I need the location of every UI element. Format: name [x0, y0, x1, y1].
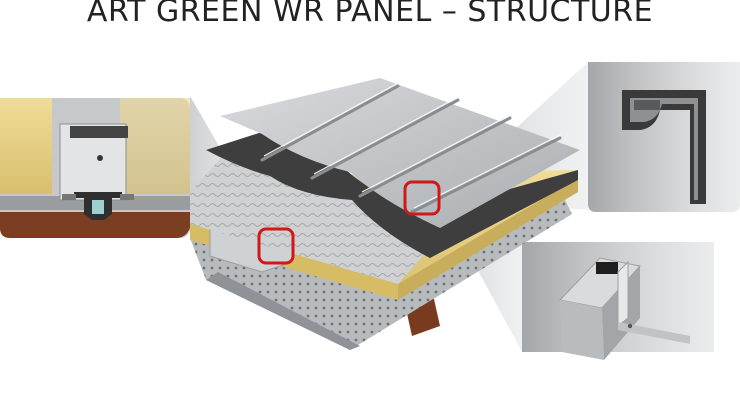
vapour-barrier-foil	[190, 148, 430, 284]
seam-clip-detail-callout	[0, 98, 190, 238]
bracket-highlight-marker	[257, 227, 295, 265]
waterproof-membrane	[206, 132, 578, 258]
seam-highlight-marker	[403, 180, 441, 216]
bracket-detail-callout	[522, 242, 714, 360]
standing-seams	[260, 84, 562, 214]
seam-clip-detail-icon	[62, 192, 134, 220]
bracket-detail-icon	[559, 257, 690, 360]
panel-edge-detail-callout	[588, 62, 740, 212]
page-title: ART GREEN WR PANEL – STRUCTURE	[86, 0, 654, 29]
panel-edge-detail-icon	[622, 90, 706, 204]
top-steel-sheet	[220, 78, 580, 228]
